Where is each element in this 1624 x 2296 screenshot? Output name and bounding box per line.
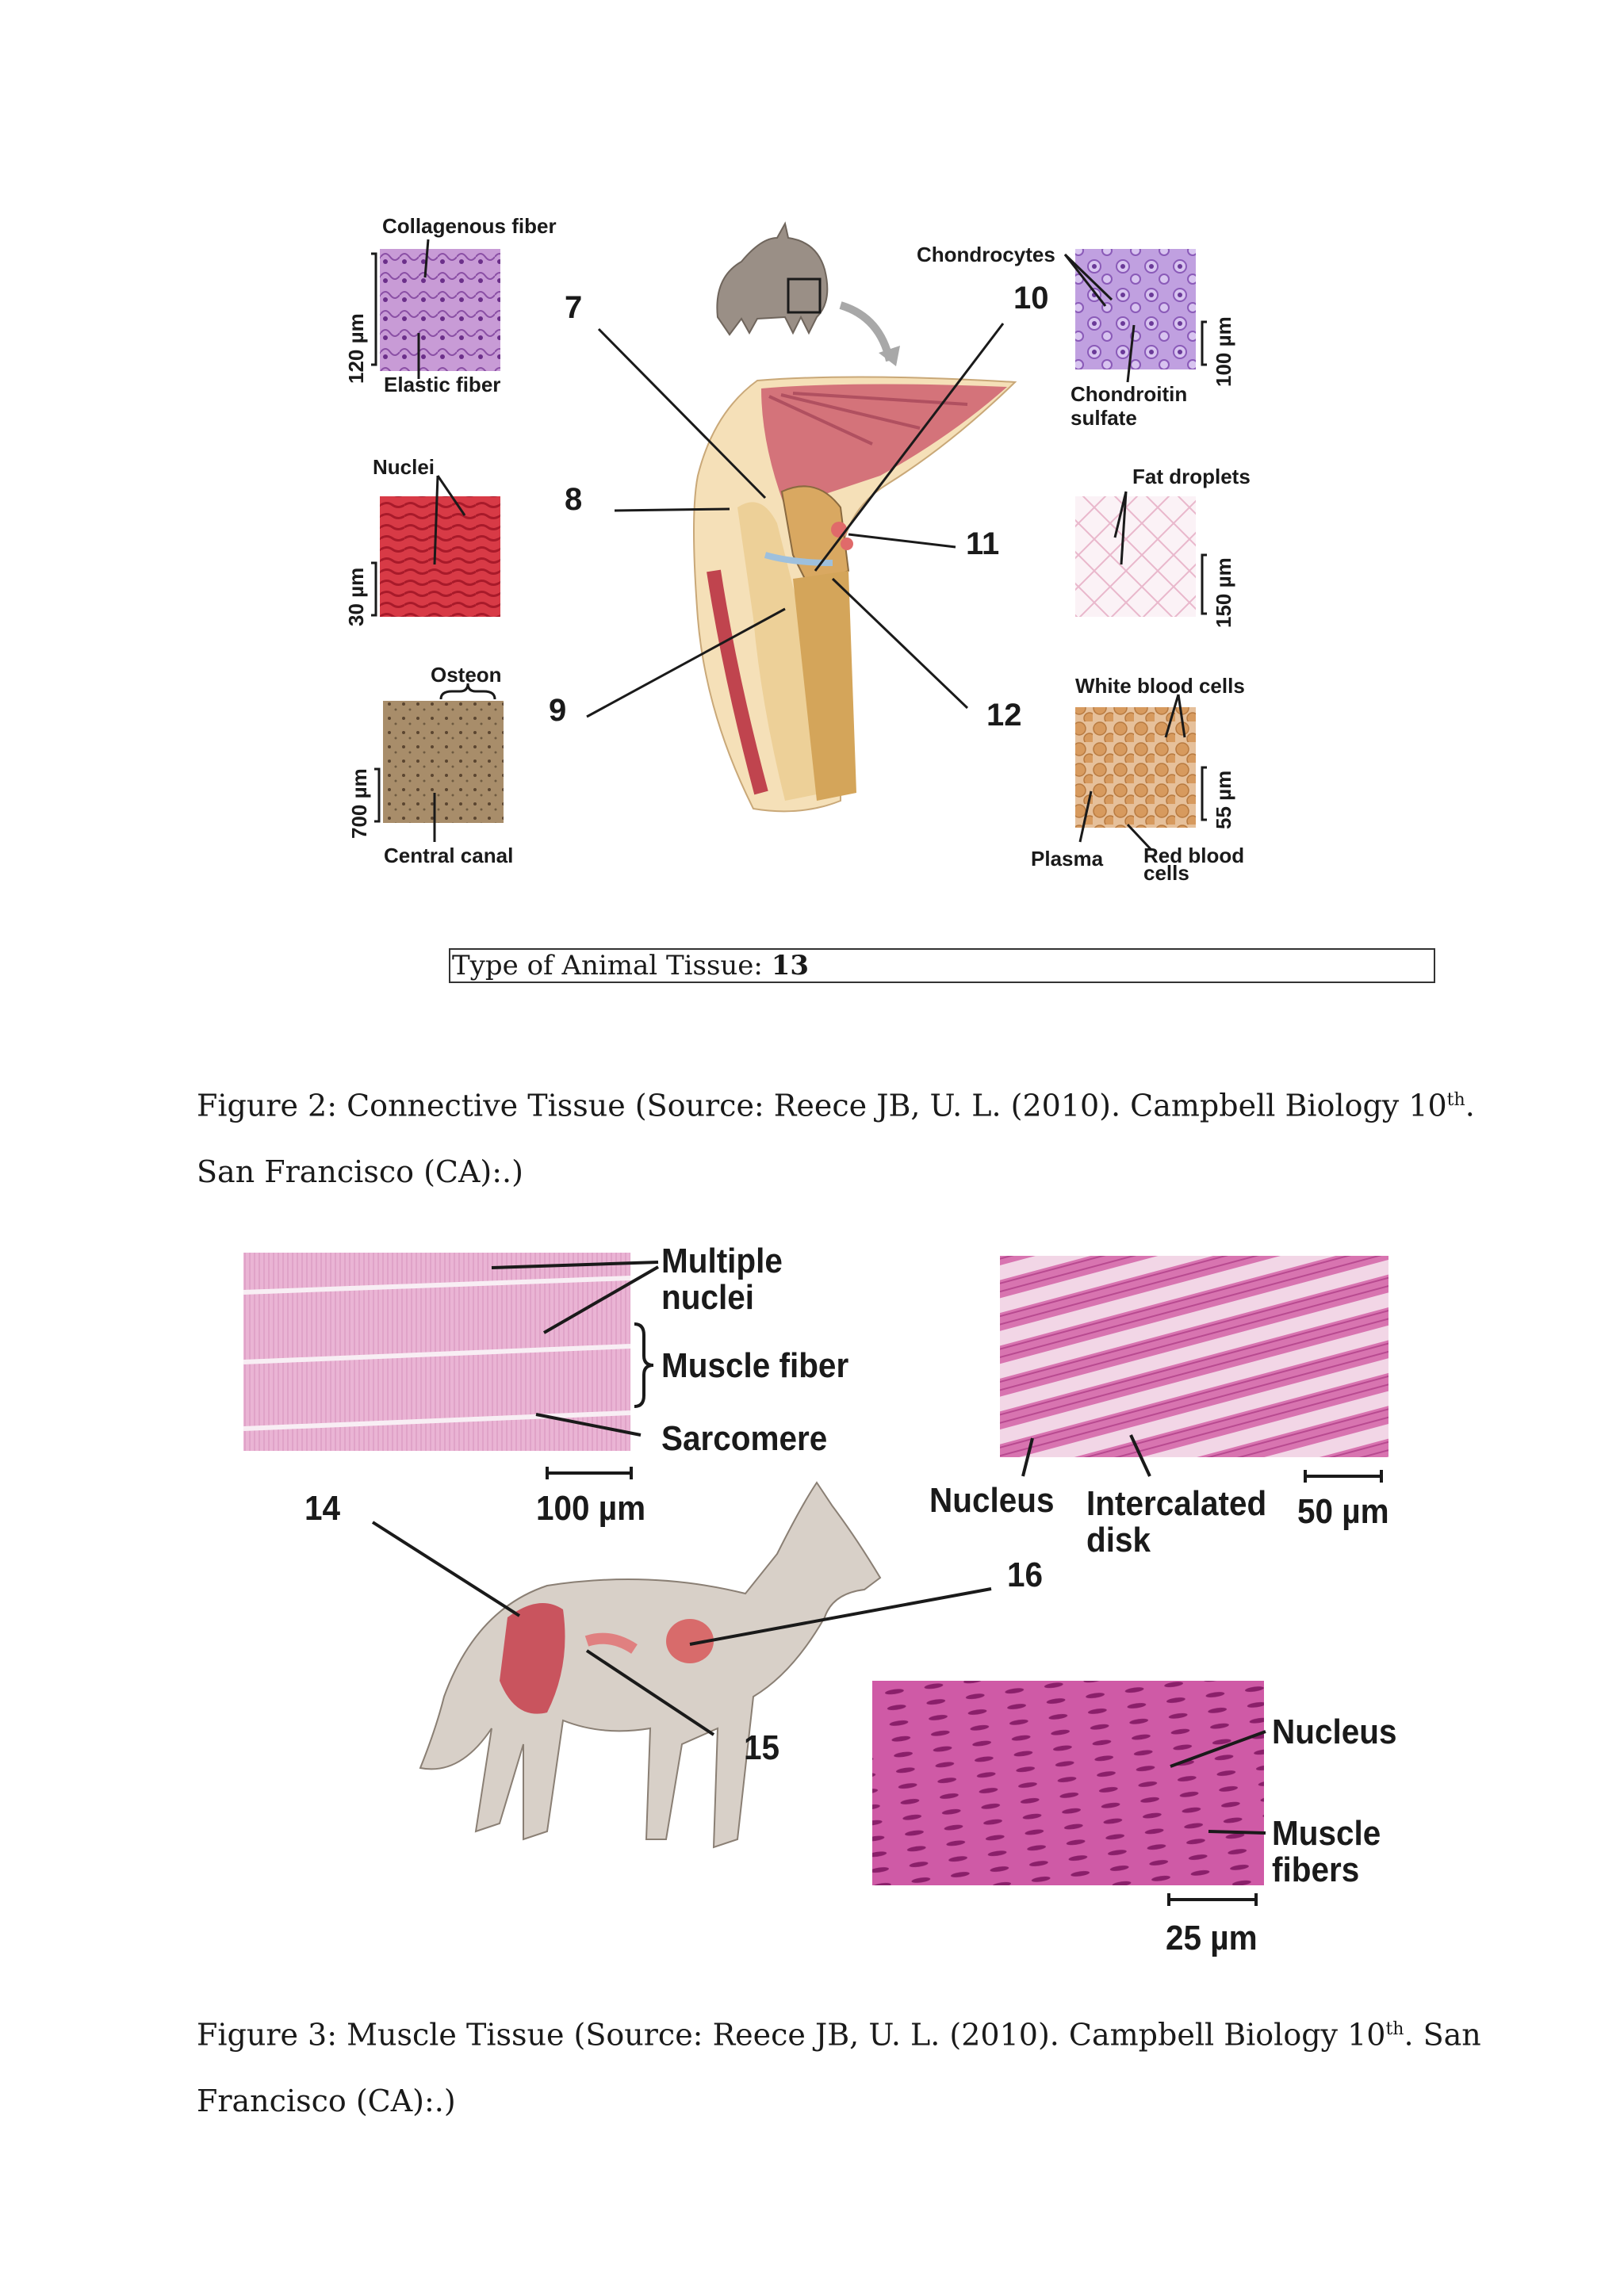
elastic-fiber-label: Elastic fiber xyxy=(384,373,500,397)
scale-55-label: 55 µm xyxy=(1212,771,1236,829)
tissue-type-number: 13 xyxy=(772,950,809,982)
adipose-tissue-micrograph xyxy=(1075,496,1196,617)
scale-30-label: 30 µm xyxy=(344,568,369,626)
bone-micrograph xyxy=(383,701,504,823)
chondroitin-label-line-2: sulfate xyxy=(1071,406,1137,430)
loose-connective-tissue-micrograph xyxy=(380,249,500,371)
central-canal-label: Central canal xyxy=(384,844,513,868)
multiple-nuclei-label-line-2: nuclei xyxy=(661,1278,754,1318)
cartilage-micrograph xyxy=(1075,249,1196,369)
number-12: 12 xyxy=(986,698,1022,733)
fat-droplets-label: Fat droplets xyxy=(1132,465,1251,489)
cardiac-muscle-micrograph xyxy=(1000,1256,1388,1457)
number-8: 8 xyxy=(565,482,582,518)
scale-120-label: 120 µm xyxy=(344,313,369,384)
number-11: 11 xyxy=(966,526,999,562)
red-blood-label-line-2: cells xyxy=(1143,864,1189,882)
plasma-label: Plasma xyxy=(1031,847,1103,871)
number-9: 9 xyxy=(549,693,566,729)
blood-micrograph xyxy=(1075,707,1196,828)
chondrocytes-label: Chondrocytes xyxy=(917,243,1055,267)
figure-3-caption-line-2: Francisco (CA):.) xyxy=(197,2085,456,2117)
scale-100-label: 100 µm xyxy=(1212,316,1236,387)
number-7: 7 xyxy=(565,290,582,326)
white-blood-cells-label: White blood cells xyxy=(1075,674,1245,698)
scale-150-label: 150 µm xyxy=(1212,557,1236,628)
number-10: 10 xyxy=(1013,281,1049,316)
figure-2-caption-line-2: San Francisco (CA):.) xyxy=(197,1156,523,1188)
figure-3-caption-line-1: Figure 3: Muscle Tissue (Source: Reece J… xyxy=(197,2014,1481,2051)
number-16: 16 xyxy=(1007,1556,1043,1595)
muscle-fibers-label-line-1: Muscle xyxy=(1272,1814,1381,1854)
leg-cross-section-illustration xyxy=(694,377,1015,811)
scale-700-label: 700 µm xyxy=(347,768,372,839)
smooth-muscle-micrograph xyxy=(872,1681,1264,1885)
muscle-fibers-label-line-2: fibers xyxy=(1272,1850,1359,1890)
skeletal-scale-100-label: 100 µm xyxy=(536,1489,645,1529)
number-15: 15 xyxy=(744,1728,779,1768)
collagenous-fiber-label: Collagenous fiber xyxy=(382,214,557,239)
smooth-scale-25-label: 25 µm xyxy=(1166,1919,1258,1958)
cardiac-nucleus-label: Nucleus xyxy=(929,1481,1054,1521)
smooth-nucleus-label: Nucleus xyxy=(1272,1712,1396,1752)
multiple-nuclei-label-line-1: Multiple xyxy=(661,1242,783,1281)
chondroitin-label-line-1: Chondroitin xyxy=(1071,382,1187,407)
tissue-type-box: Type of Animal Tissue: 13 xyxy=(449,948,1435,983)
number-14: 14 xyxy=(304,1489,340,1529)
fibrous-connective-tissue-micrograph xyxy=(380,496,500,617)
figure-2-caption-line-1: Figure 2: Connective Tissue (Source: Ree… xyxy=(197,1085,1475,1122)
wolf-illustration xyxy=(420,1483,880,1847)
tissue-type-label: Type of Animal Tissue: xyxy=(452,950,763,982)
muscle-fiber-label: Muscle fiber xyxy=(661,1346,848,1386)
intercalated-disk-label-line-2: disk xyxy=(1086,1521,1151,1560)
cardiac-scale-50-label: 50 µm xyxy=(1297,1492,1389,1532)
sarcomere-label: Sarcomere xyxy=(661,1419,827,1459)
intercalated-disk-label-line-1: Intercalated xyxy=(1086,1484,1266,1524)
osteon-label: Osteon xyxy=(431,663,502,687)
nuclei-label: Nuclei xyxy=(373,455,435,480)
howling-wolf-illustration xyxy=(717,224,900,366)
